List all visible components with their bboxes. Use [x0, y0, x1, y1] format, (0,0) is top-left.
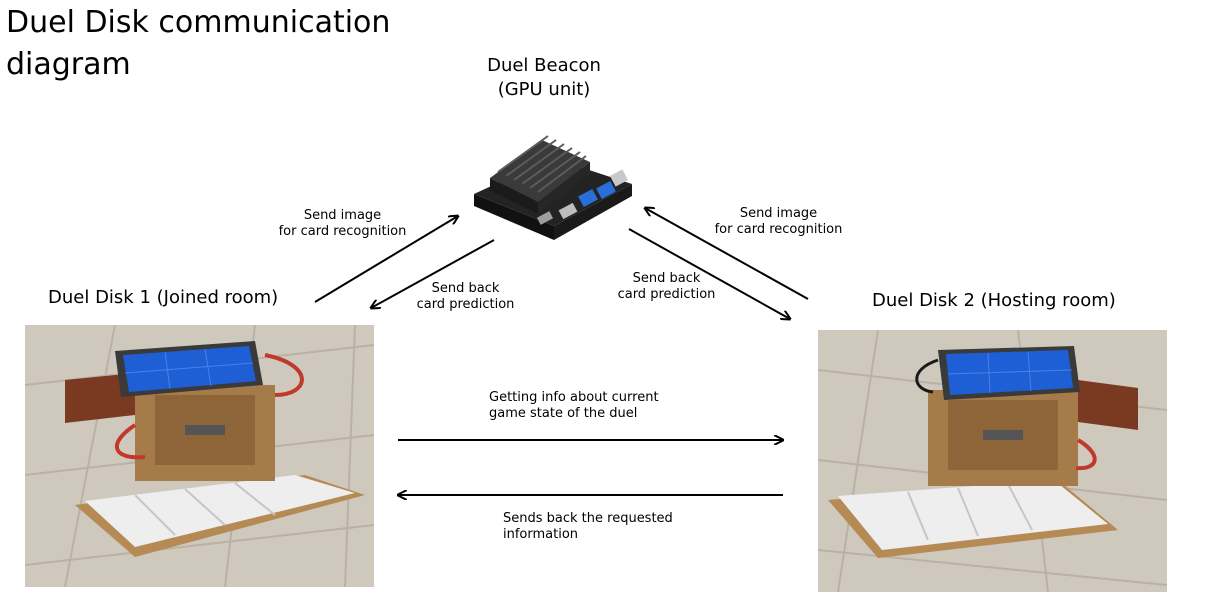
disk2-label: Duel Disk 2 (Hosting room): [872, 290, 1116, 311]
arrow-disk2-to-beacon: [645, 208, 809, 300]
edge-label-disk2-to-disk1: Sends back the requested information: [503, 511, 743, 543]
duel-disk-1-photo: [25, 325, 374, 587]
edge-label-disk2-to-beacon: Send image for card recognition: [706, 206, 851, 238]
title-line-2: diagram: [6, 47, 131, 82]
edge-label-line: Send back: [431, 281, 500, 296]
arrow-beacon-to-disk1: [371, 239, 495, 308]
edge-label-beacon-to-disk2: Send back card prediction: [609, 271, 724, 303]
edge-label-line: card prediction: [416, 297, 515, 312]
edge-label-line: game state of the duel: [489, 406, 638, 421]
edge-label-line: information: [503, 527, 579, 542]
disk1-label: Duel Disk 1 (Joined room): [48, 287, 279, 308]
edge-label-disk1-to-disk2: Getting info about current game state of…: [489, 390, 729, 422]
edge-label-line: Getting info about current: [489, 390, 659, 405]
diagram-title: Duel Disk communication diagram: [6, 2, 426, 86]
gpu-board-photo: [462, 106, 642, 264]
edge-label-disk1-to-beacon: Send image for card recognition: [270, 208, 415, 240]
edge-label-line: for card recognition: [278, 224, 407, 239]
edge-label-beacon-to-disk1: Send back card prediction: [408, 281, 523, 313]
title-line-1: Duel Disk communication: [6, 5, 391, 40]
beacon-label: Duel Beacon (GPU unit): [456, 54, 632, 102]
edge-label-line: Send image: [739, 206, 818, 221]
duel-disk-2-photo: [818, 330, 1167, 592]
arrow-disk1-to-beacon: [314, 216, 458, 303]
edge-label-line: Send back: [632, 271, 701, 286]
edge-label-line: Send image: [303, 208, 382, 223]
beacon-label-line-1: Duel Beacon: [487, 55, 601, 76]
edge-label-line: for card recognition: [714, 222, 843, 237]
beacon-label-line-2: (GPU unit): [497, 79, 591, 100]
edge-label-line: card prediction: [617, 287, 716, 302]
arrow-beacon-to-disk2: [628, 228, 790, 319]
edge-label-line: Sends back the requested: [503, 511, 673, 526]
